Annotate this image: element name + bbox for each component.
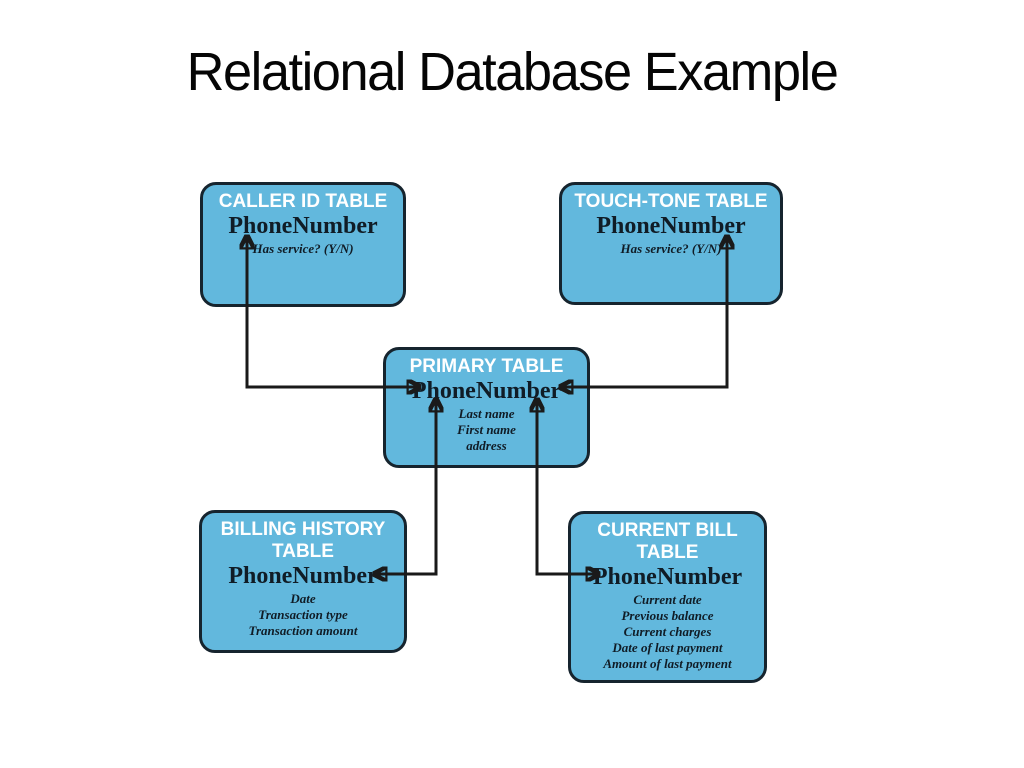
table-attribute: Transaction type	[258, 607, 348, 622]
current-bill-table-header: CURRENT BILL TABLE	[597, 520, 738, 563]
touch-tone-attributes: Has service? (Y/N)	[562, 241, 780, 257]
table-attribute: address	[466, 438, 507, 453]
billing-history-key-field: PhoneNumber	[228, 563, 378, 589]
table-attribute: Date	[290, 591, 316, 606]
primary-table-box: PRIMARY TABLE PhoneNumber Last name Firs…	[383, 347, 590, 468]
touch-tone-key-field: PhoneNumber	[596, 213, 746, 239]
table-attribute: Current charges	[623, 624, 712, 639]
table-attribute: Date of last payment	[612, 640, 723, 655]
primary-attributes: Last name First name address	[386, 406, 587, 454]
table-attribute: Transaction amount	[248, 623, 358, 638]
table-attribute: First name	[457, 422, 516, 437]
billing-history-attributes: Date Transaction type Transaction amount	[202, 591, 404, 639]
current-bill-attributes: Current date Previous balance Current ch…	[571, 592, 764, 672]
table-attribute: Has service? (Y/N)	[252, 241, 354, 256]
caller-id-key-field: PhoneNumber	[228, 213, 378, 239]
primary-key-field: PhoneNumber	[411, 378, 562, 404]
caller-id-table-box: CALLER ID TABLE PhoneNumber Has service?…	[200, 182, 406, 307]
touch-tone-table-header: TOUCH-TONE TABLE	[574, 191, 768, 212]
table-attribute: Last name	[458, 406, 515, 421]
caller-id-attributes: Has service? (Y/N)	[203, 241, 403, 257]
billing-history-table-header: BILLING HISTORY TABLE	[220, 519, 386, 562]
slide-title: Relational Database Example	[186, 42, 839, 102]
current-bill-key-field: PhoneNumber	[592, 564, 743, 590]
primary-table-header: PRIMARY TABLE	[409, 356, 564, 377]
billing-history-table-box: BILLING HISTORY TABLE PhoneNumber Date T…	[199, 510, 407, 653]
table-attribute: Current date	[633, 592, 702, 607]
table-attribute: Amount of last payment	[603, 656, 732, 671]
table-attribute: Previous balance	[621, 608, 714, 623]
touch-tone-table-box: TOUCH-TONE TABLE PhoneNumber Has service…	[559, 182, 783, 305]
table-attribute: Has service? (Y/N)	[620, 241, 722, 256]
current-bill-table-box: CURRENT BILL TABLE PhoneNumber Current d…	[568, 511, 767, 683]
caller-id-table-header: CALLER ID TABLE	[218, 191, 388, 212]
